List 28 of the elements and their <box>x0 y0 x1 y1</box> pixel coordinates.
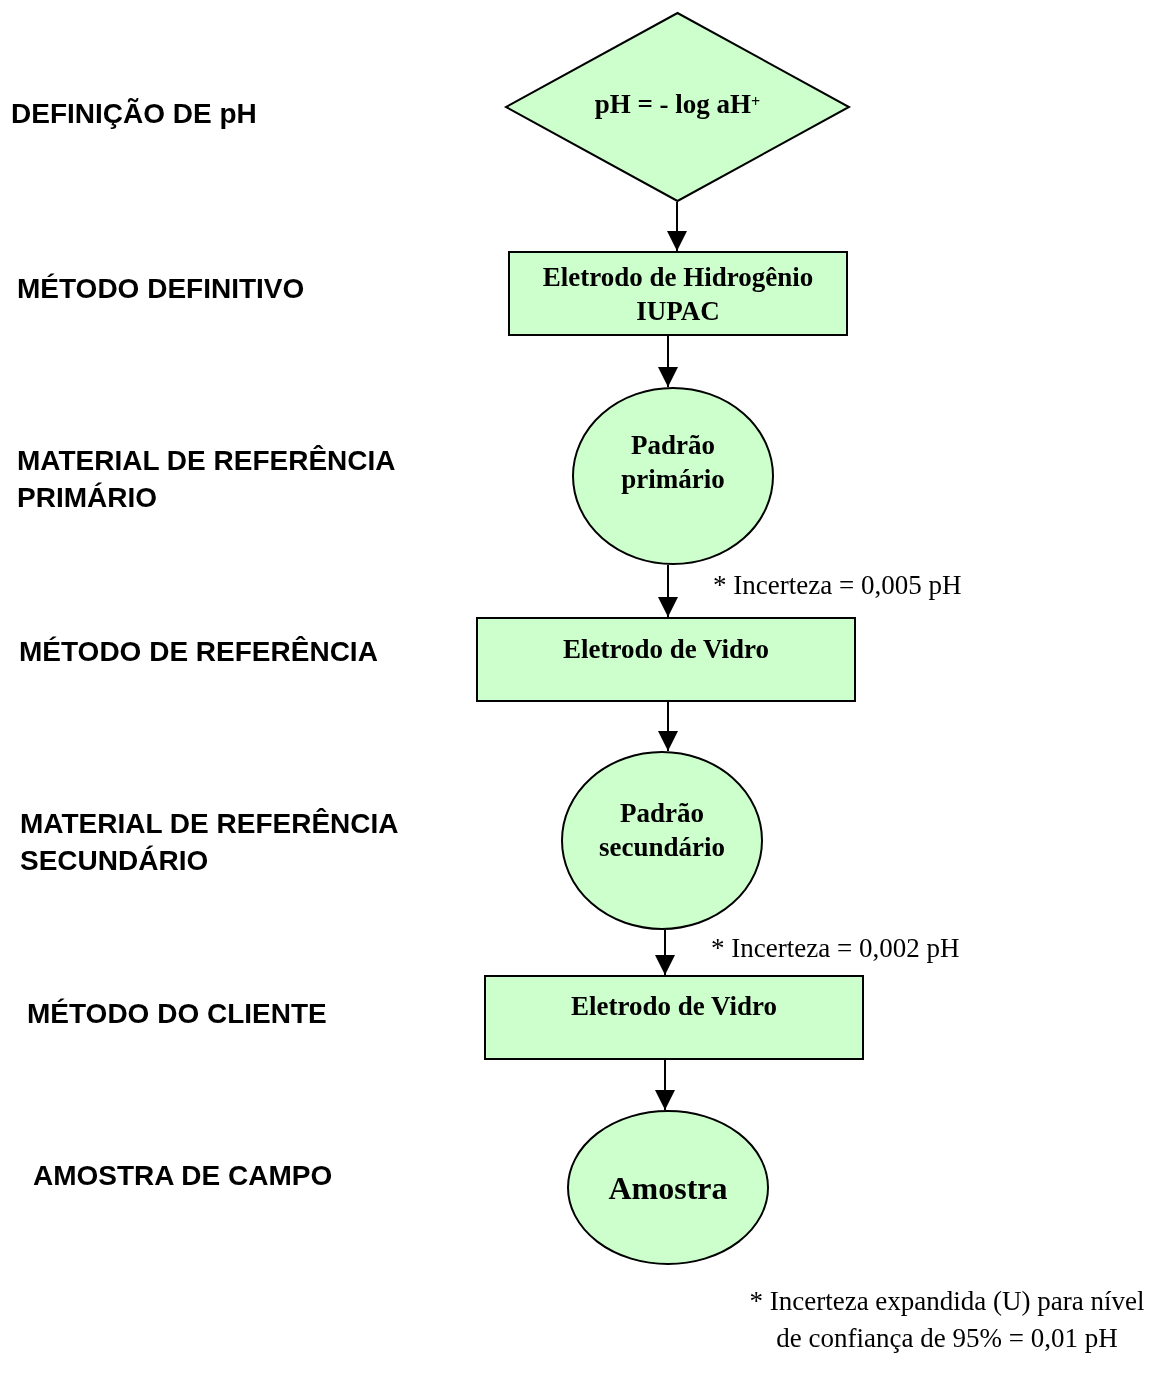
arrow <box>658 335 678 388</box>
node-text: pH = - log aH$^{+}$ <box>594 88 761 121</box>
process-box <box>508 251 848 336</box>
level-label: MATERIAL DE REFERÊNCIA SECUNDÁRIO <box>20 807 399 878</box>
node-text: Eletrodo de Vidro <box>563 632 769 666</box>
process-box <box>476 617 856 702</box>
node-text: Eletrodo de Hidrogênio IUPAC <box>541 260 815 328</box>
standard-circle <box>567 1110 769 1265</box>
level-label: MÉTODO DO CLIENTE <box>27 997 328 1031</box>
arrow <box>655 929 675 976</box>
level-label: AMOSTRA DE CAMPO <box>33 1159 334 1193</box>
node-text: Amostra <box>608 1170 728 1205</box>
arrow <box>658 564 678 618</box>
node-text: Padrão primário <box>620 429 726 496</box>
node-text: Eletrodo de Vidro <box>571 989 777 1023</box>
level-label: MATERIAL DE REFERÊNCIA PRIMÁRIO <box>17 444 396 515</box>
standard-circle <box>561 751 763 930</box>
standard-circle <box>572 387 774 565</box>
arrow <box>655 1059 675 1111</box>
node-text: Padrão secundário <box>598 796 726 864</box>
level-label: MÉTODO DE REFERÊNCIA <box>19 635 379 669</box>
footnote: * Incerteza expandida (U) para nível de confiança de 95% = 0,01 pH <box>748 1285 1146 1355</box>
process-box <box>484 975 864 1060</box>
arrow <box>667 201 687 252</box>
level-label: DEFINIÇÃO DE pH <box>11 97 258 131</box>
level-label: MÉTODO DEFINITIVO <box>17 272 306 306</box>
decision-diamond <box>505 12 850 202</box>
arrow <box>658 701 678 752</box>
